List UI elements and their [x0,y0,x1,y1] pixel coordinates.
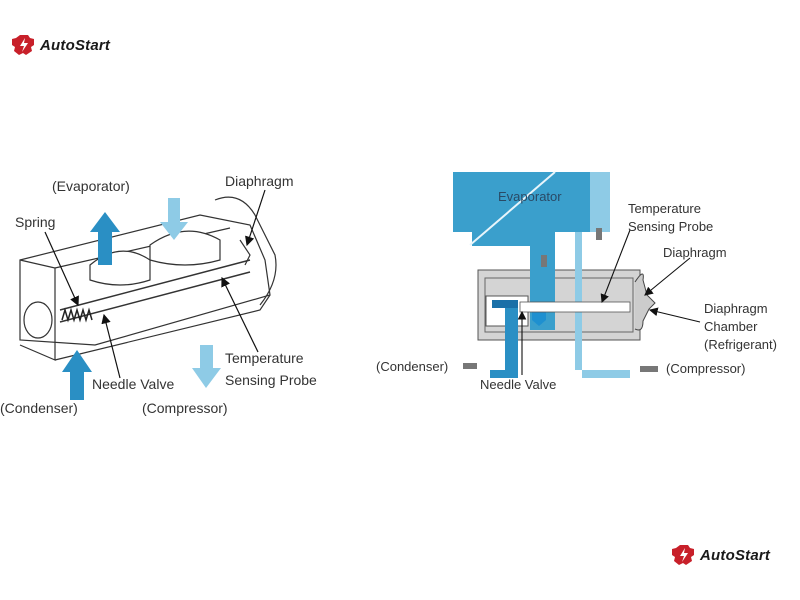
left-leader-lines [44,189,266,379]
label-diaphragm: Diaphragm [663,245,727,260]
label-sensing-probe: Sensing Probe [225,372,317,388]
brand-logo-top: AutoStart [12,34,110,56]
label-diaphragm: Diaphragm [225,173,293,189]
gear-bolt-icon [12,35,34,55]
gear-bolt-icon [672,545,694,565]
label-needle-valve: Needle Valve [480,377,556,392]
valve-schematic [453,171,658,378]
label-diaphragm-chamber-2: Chamber [704,319,758,334]
right-leader-lines [517,229,701,375]
block-valve-cutaway [19,196,277,361]
inlet-pipe [490,300,518,378]
diaphragm-housing [634,273,656,331]
condenser-inflow-arrow [62,350,92,400]
spring-element [492,300,518,308]
label-condenser: (Condenser) [376,359,448,374]
label-evaporator: (Evaporator) [52,178,130,194]
label-evaporator: Evaporator [498,189,562,204]
label-condenser: (Condenser) [0,400,78,416]
return-inflow-arrow [160,198,188,240]
label-sensing-probe: Sensing Probe [628,219,713,234]
label-temperature: Temperature [225,350,304,366]
spring-coil [61,307,93,323]
compressor-outflow-arrow [192,345,221,388]
brand-logo-bottom: AutoStart [672,544,770,566]
evaporator-outflow-arrow [90,212,120,265]
brand-name: AutoStart [40,36,111,54]
brand-name: AutoStart [700,546,771,564]
label-temperature: Temperature [628,201,701,216]
label-compressor: (Compressor) [666,361,745,376]
label-needle-valve: Needle Valve [92,376,174,392]
needle-valve-head [532,308,546,326]
label-spring: Spring [15,214,55,230]
label-diaphragm-chamber-1: Diaphragm [704,301,768,316]
label-compressor: (Compressor) [142,400,228,416]
label-diaphragm-chamber-3: (Refrigerant) [704,337,777,352]
